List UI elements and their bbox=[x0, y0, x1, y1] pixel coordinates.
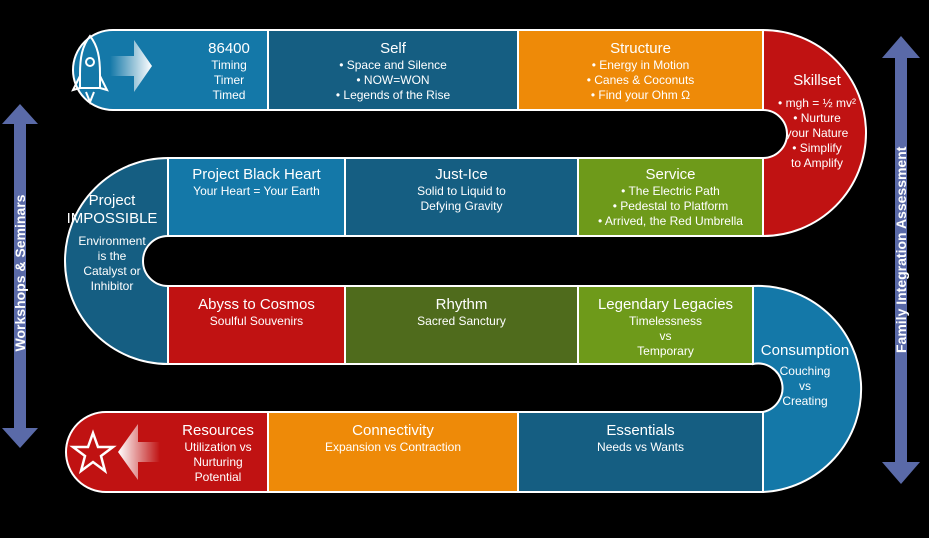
essentials-title: Essentials bbox=[606, 422, 675, 439]
justice-title: Just-Ice bbox=[435, 166, 488, 183]
essentials-cell: Essentials Needs vs Wants bbox=[518, 414, 763, 490]
family-assessment-label: Family Integration Assessment bbox=[893, 146, 909, 353]
structure-line: • Find your Ohm Ω bbox=[590, 87, 691, 102]
consumption-line: vs bbox=[799, 379, 811, 393]
skillset-line: • mgh = ½ mv² bbox=[778, 96, 856, 110]
service-line: • The Electric Path bbox=[621, 184, 720, 198]
skillset-line: • Simplify bbox=[792, 141, 842, 155]
impossible-title: IMPOSSIBLE bbox=[66, 210, 158, 227]
connectivity-line: Expansion vs Contraction bbox=[324, 440, 462, 454]
abyss-cell-bg bbox=[167, 285, 346, 365]
structure-title: Structure bbox=[610, 39, 671, 57]
impossible-line: Inhibitor bbox=[90, 279, 134, 293]
skillset-line: to Amplify bbox=[790, 156, 844, 170]
finish-line: Potential bbox=[194, 469, 242, 484]
skillset-cell-bg bbox=[762, 28, 867, 238]
impossible-line: is the bbox=[97, 249, 127, 263]
consumption-cell: Consumption Couching vs Creating bbox=[754, 340, 856, 410]
justice-line: Defying Gravity bbox=[420, 199, 503, 213]
workshops-label: Workshops & Seminars bbox=[12, 194, 28, 352]
essentials-cell-bg bbox=[517, 411, 764, 493]
self-line: • Legends of the Rise bbox=[335, 87, 451, 102]
impossible-line: Environment bbox=[78, 234, 146, 248]
structure-cell: Structure • Energy in Motion • Canes & C… bbox=[518, 34, 763, 108]
self-cell-bg bbox=[267, 29, 519, 111]
blackheart-line: Your Heart = Your Earth bbox=[193, 184, 320, 198]
finish-title: Resources bbox=[182, 421, 254, 439]
impossible-cell: Project IMPOSSIBLE Environment is the Ca… bbox=[58, 190, 166, 306]
legacies-cell-bg bbox=[577, 285, 754, 365]
consumption-title: Consumption bbox=[760, 342, 850, 359]
impossible-cell-bg bbox=[64, 156, 169, 366]
legacies-line: Timelessness bbox=[629, 314, 702, 328]
start-title: 86400 bbox=[208, 39, 250, 57]
finish-cell-bg bbox=[65, 411, 269, 493]
service-line: • Arrived, the Red Umbrella bbox=[598, 214, 743, 228]
connectivity-title: Connectivity bbox=[352, 422, 434, 439]
rhythm-title: Rhythm bbox=[435, 296, 488, 313]
rocket-icon bbox=[71, 34, 109, 105]
rhythm-line: Sacred Sanctury bbox=[417, 314, 506, 328]
legacies-line: vs bbox=[659, 329, 672, 343]
skillset-line: • Nurture bbox=[793, 111, 841, 125]
abyss-line: Soulful Souvenirs bbox=[209, 314, 304, 328]
start-line: Timing bbox=[211, 57, 247, 72]
finish-line: Nurturing bbox=[193, 454, 243, 469]
self-line: • NOW=WON bbox=[356, 72, 430, 87]
justice-line: Solid to Liquid to bbox=[417, 184, 506, 198]
finish-line: Utilization vs bbox=[184, 439, 252, 454]
start-line: Timed bbox=[212, 87, 246, 102]
consumption-line: Creating bbox=[782, 394, 828, 408]
start-cell-bg bbox=[72, 29, 269, 111]
consumption-cell-bg bbox=[752, 284, 863, 494]
rhythm-cell: Rhythm Sacred Sanctury bbox=[345, 288, 578, 362]
self-line: • Space and Silence bbox=[339, 57, 447, 72]
justice-cell-bg bbox=[344, 157, 579, 237]
star-icon bbox=[69, 429, 117, 475]
legacies-title: Legendary Legacies bbox=[597, 296, 734, 313]
justice-cell: Just-Ice Solid to Liquid to Defying Grav… bbox=[345, 160, 578, 234]
finish-cell: Resources Utilization vs Nurturing Poten… bbox=[168, 416, 268, 490]
skillset-line: your Nature bbox=[785, 126, 849, 140]
legacies-line: Temporary bbox=[637, 344, 694, 358]
connectivity-cell: Connectivity Expansion vs Contraction bbox=[268, 414, 518, 490]
service-cell-bg bbox=[577, 157, 764, 237]
self-title: Self bbox=[380, 39, 406, 57]
self-cell: Self • Space and Silence • NOW=WON • Leg… bbox=[268, 34, 518, 108]
legacies-cell: Legendary Legacies Timelessness vs Tempo… bbox=[578, 288, 753, 362]
right-double-arrow bbox=[882, 36, 920, 484]
start-arrow-icon bbox=[110, 40, 152, 92]
start-cell: 86400 Timing Timer Timed bbox=[190, 34, 268, 108]
impossible-title: Project bbox=[88, 192, 136, 209]
skillset-cell: Skillset • mgh = ½ mv² • Nurture your Na… bbox=[768, 70, 866, 180]
impossible-line: Catalyst or bbox=[83, 264, 141, 278]
essentials-line: Needs vs Wants bbox=[597, 440, 684, 454]
structure-line: • Canes & Coconuts bbox=[586, 72, 695, 87]
abyss-cell: Abyss to Cosmos Soulful Souvenirs bbox=[168, 288, 345, 362]
blackheart-cell: Project Black Heart Your Heart = Your Ea… bbox=[168, 160, 345, 234]
blackheart-cell-bg bbox=[167, 157, 346, 237]
blackheart-title: Project Black Heart bbox=[192, 166, 321, 183]
connectivity-cell-bg bbox=[267, 411, 519, 493]
consumption-line: Couching bbox=[779, 364, 831, 378]
service-cell: Service • The Electric Path • Pedestal t… bbox=[578, 160, 763, 234]
structure-line: • Energy in Motion bbox=[591, 57, 690, 72]
rhythm-cell-bg bbox=[344, 285, 579, 365]
finish-arrow-icon bbox=[118, 424, 160, 480]
service-title: Service bbox=[645, 166, 696, 183]
service-line: • Pedestal to Platform bbox=[612, 199, 729, 213]
left-double-arrow bbox=[2, 104, 38, 448]
abyss-title: Abyss to Cosmos bbox=[198, 296, 315, 313]
skillset-title: Skillset bbox=[793, 72, 841, 89]
start-line: Timer bbox=[213, 72, 245, 87]
